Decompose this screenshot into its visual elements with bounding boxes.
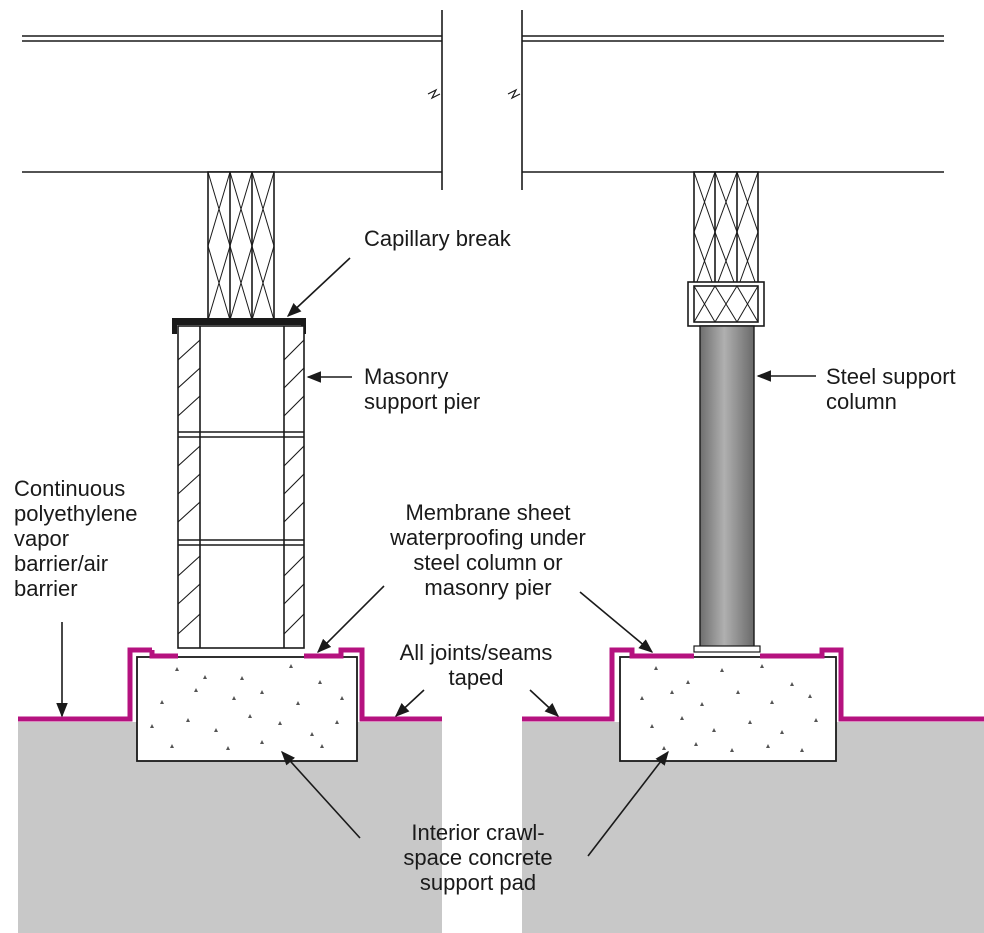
label-vapor-barrier-line: barrier	[14, 576, 78, 601]
label-support-pad-line: support pad	[419, 870, 537, 895]
masonry-pier	[177, 325, 305, 649]
steel-column	[693, 325, 761, 653]
support-pad-right	[619, 656, 837, 762]
label-steel-column: Steel support column	[826, 364, 956, 414]
label-vapor-barrier-line: barrier/air	[14, 551, 109, 576]
arrow-membrane-left	[316, 585, 385, 654]
label-membrane-sheet: Membrane sheet waterproofing under steel…	[370, 500, 606, 600]
label-support-pad: Interior crawl- space concrete support p…	[376, 820, 580, 895]
wood-post-right	[687, 171, 765, 327]
label-capillary-break: Capillary break	[364, 226, 511, 251]
label-vapor-barrier-line: vapor	[14, 526, 70, 551]
label-membrane-sheet-line: waterproofing under	[390, 525, 586, 550]
support-pad-left	[136, 656, 358, 762]
label-vapor-barrier-line: Continuous	[14, 476, 126, 501]
label-support-pad-line: space concrete	[403, 845, 553, 870]
label-membrane-sheet-line: steel column or	[413, 550, 563, 575]
label-steel-column-line: column	[826, 389, 897, 414]
arrow-pad-right	[587, 750, 669, 857]
floor-framing	[22, 10, 944, 190]
arrow-membrane-right	[579, 591, 654, 653]
arrow-joints-left	[394, 689, 425, 717]
label-membrane-sheet-line: masonry pier	[424, 575, 552, 600]
label-joints-taped-line: All joints/seams	[399, 640, 553, 665]
label-masonry-pier-line: Masonry	[364, 364, 449, 389]
arrow-pad-left	[281, 750, 361, 839]
vapor-barrier-membrane	[18, 647, 984, 722]
leader-arrows	[56, 257, 816, 857]
label-support-pad-line: Interior crawl-	[411, 820, 545, 845]
wood-post-left	[207, 171, 275, 321]
label-steel-column-line: Steel support	[826, 364, 956, 389]
arrow-joints-right	[529, 689, 560, 717]
arrow-capillary-break	[286, 257, 351, 317]
label-masonry-pier: Masonry support pier	[364, 364, 480, 414]
label-vapor-barrier: Continuous polyethylene vapor barrier/ai…	[14, 476, 138, 601]
label-joints-taped-line: taped	[448, 665, 504, 690]
label-vapor-barrier-line: polyethylene	[14, 501, 138, 526]
label-capillary-break-text: Capillary break	[364, 226, 511, 251]
label-masonry-pier-line: support pier	[364, 389, 481, 414]
label-joints-taped: All joints/seams taped	[372, 640, 580, 690]
label-membrane-sheet-line: Membrane sheet	[405, 500, 571, 525]
